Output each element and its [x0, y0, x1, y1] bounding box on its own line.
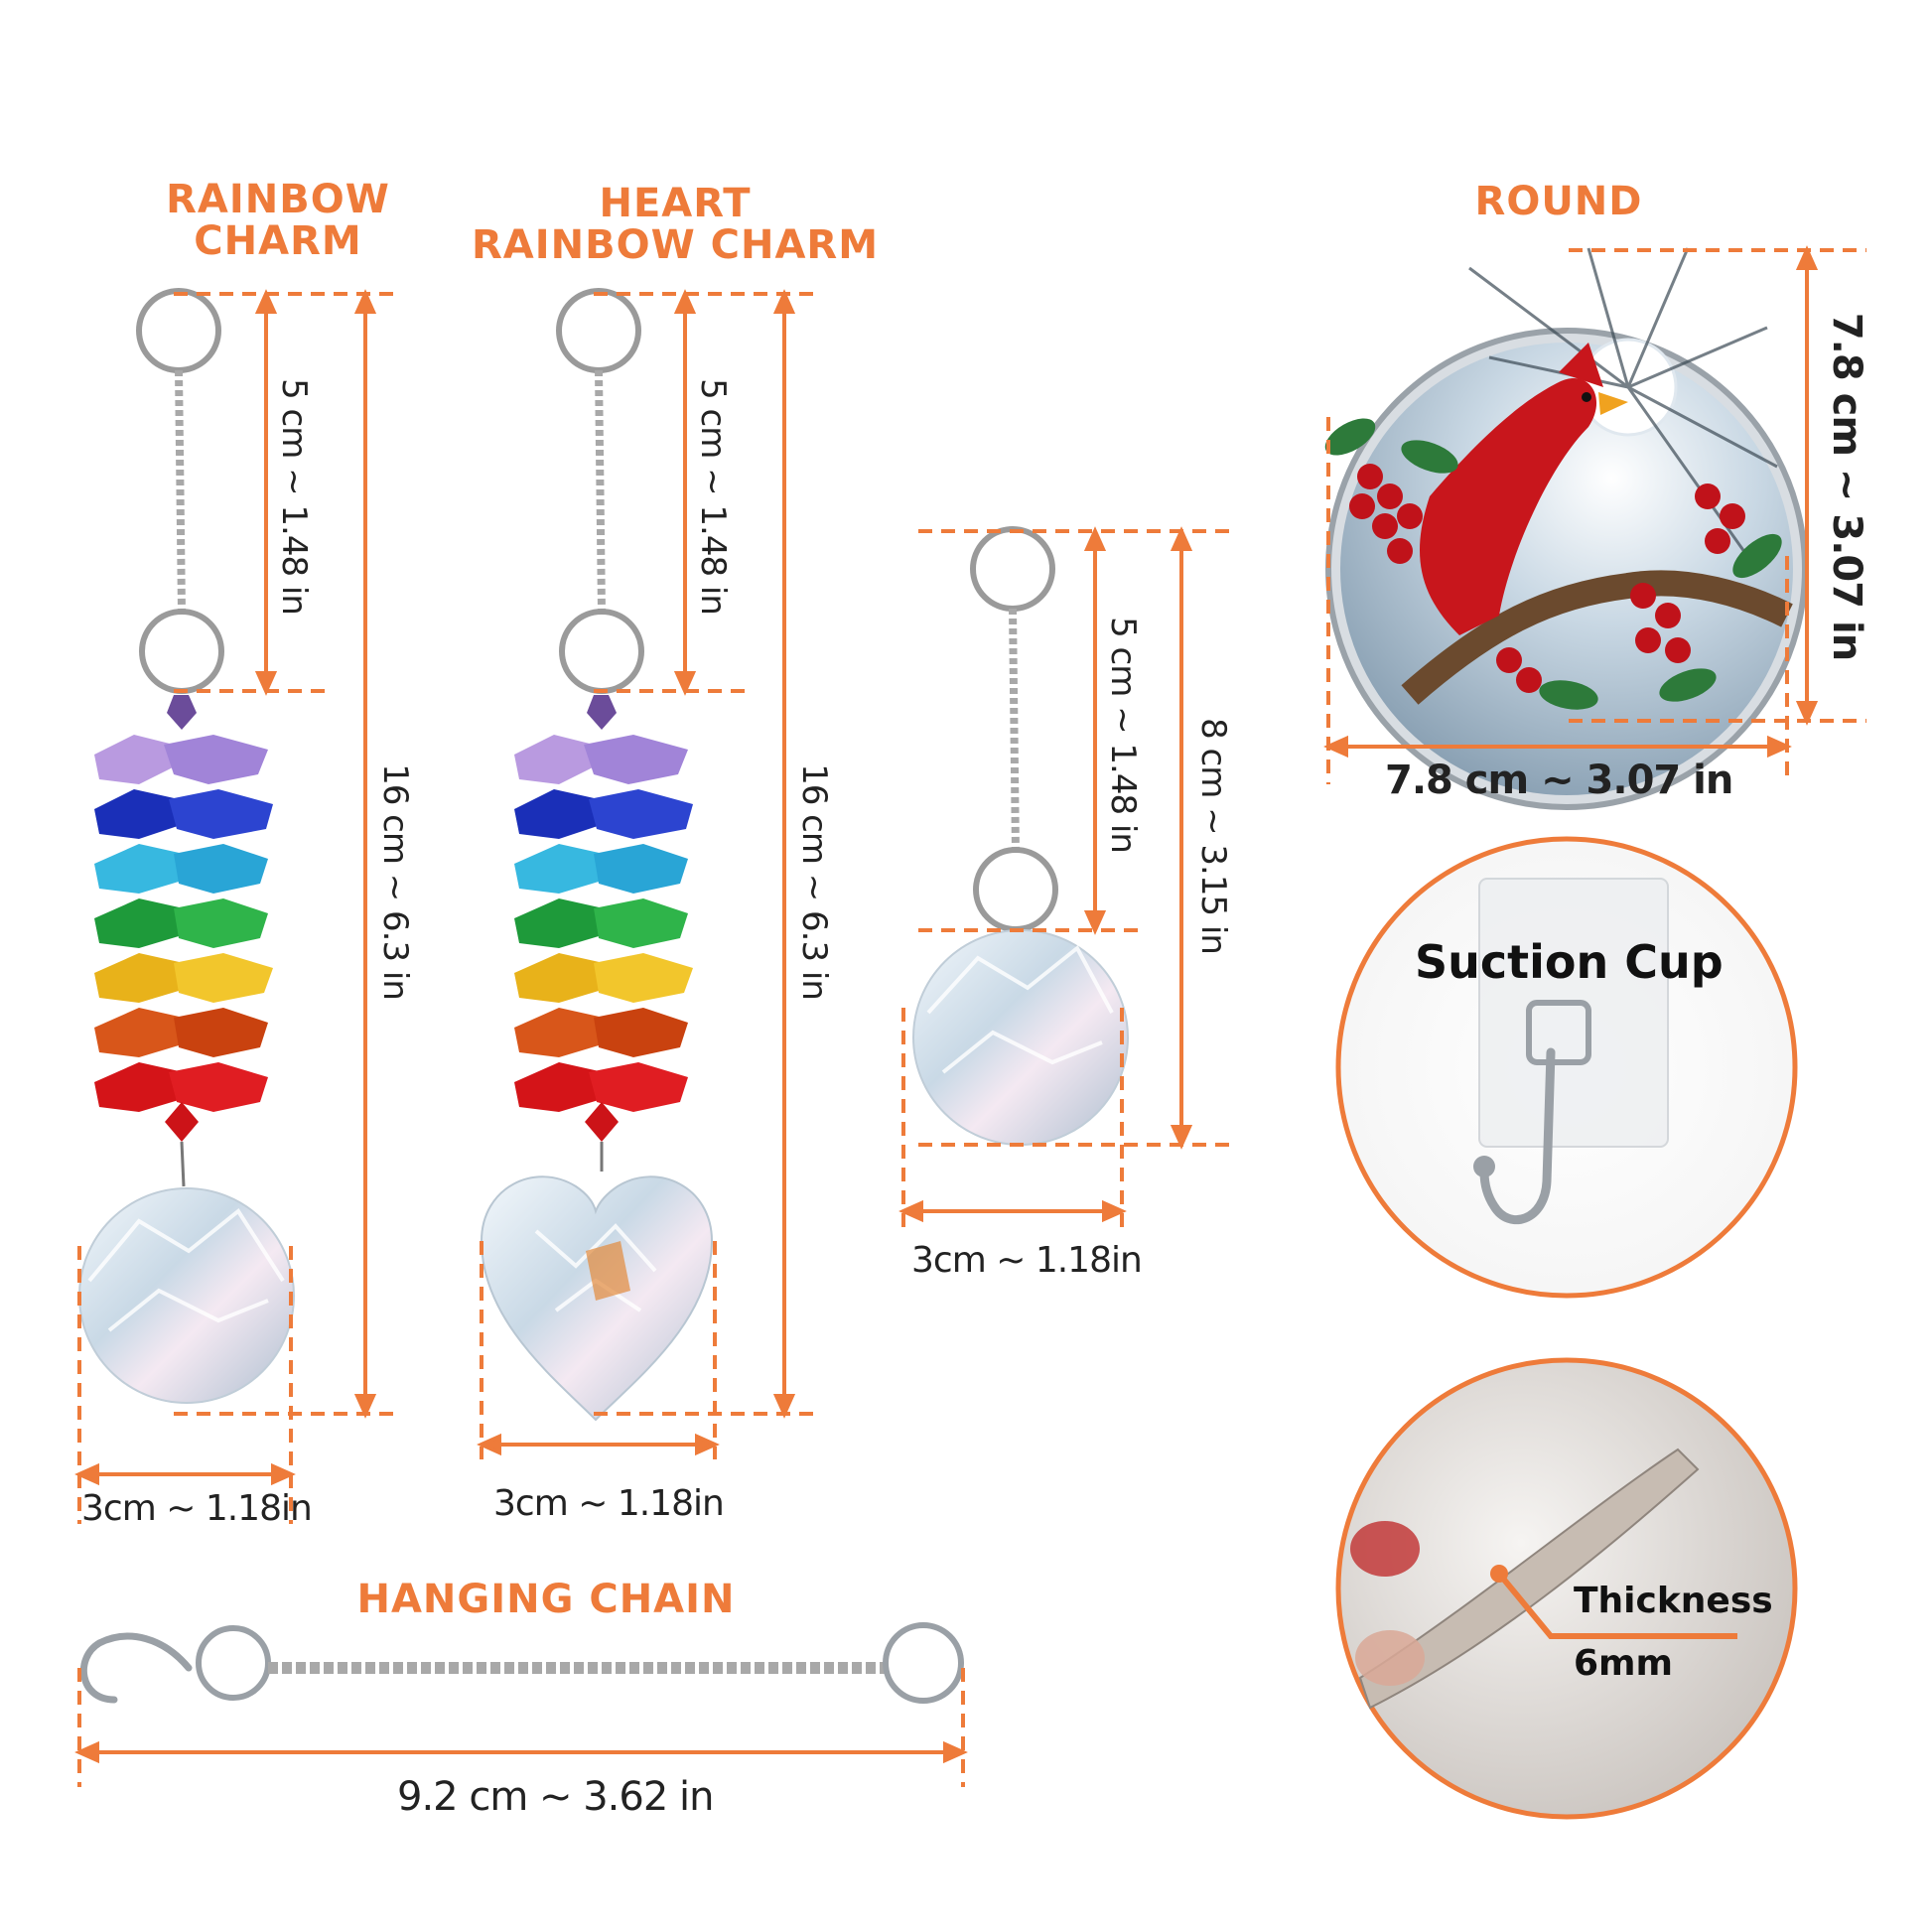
round-title: ROUND — [1474, 179, 1643, 224]
s-hook-icon — [80, 1632, 193, 1704]
crystal-edge-image — [1350, 1448, 1700, 1710]
round-height-dimension: 7.8 cm ~ 3.07 in — [1824, 312, 1869, 661]
heart-top-dimension: 5 cm ~ 1.48 in — [693, 378, 733, 615]
heart-charm-title: HEART RAINBOW CHARM — [467, 183, 884, 266]
hanging-chain-title: HANGING CHAIN — [356, 1577, 736, 1622]
thickness-label: Thickness — [1574, 1581, 1773, 1621]
suction-cup-callout — [1335, 836, 1798, 1299]
thickness-value: 6mm — [1574, 1643, 1674, 1684]
rainbow-title-line1: RAINBOW — [166, 177, 390, 222]
round-width-dimension: 7.8 cm ~ 3.07 in — [1385, 758, 1733, 803]
hanging-chain — [80, 1622, 964, 1704]
thickness-callout — [1335, 1357, 1798, 1820]
rainbow-beads — [94, 735, 273, 1112]
rainbow-title-line2: CHARM — [194, 218, 362, 264]
suction-cup-label: Suction Cup — [1415, 935, 1724, 989]
suction-hook-icon — [1473, 1000, 1591, 1225]
rainbow-top-dimension: 5 cm ~ 1.48 in — [274, 378, 314, 615]
heart-title-line1: HEART — [599, 181, 752, 226]
wire — [180, 1141, 186, 1187]
ball-top-dimension: 5 cm ~ 1.48 in — [1103, 617, 1143, 853]
ball-total-dimension: 8 cm ~ 3.15 in — [1193, 718, 1233, 954]
rainbow-total-dimension: 16 cm ~ 6.3 in — [375, 763, 415, 1000]
rainbow-width-dimension: 3cm ~ 1.18in — [81, 1488, 313, 1529]
red-bead — [165, 1102, 199, 1142]
chain — [175, 369, 186, 613]
heart-title-line2: RAINBOW CHARM — [471, 222, 880, 268]
purple-bead — [167, 695, 197, 730]
rainbow-beads — [514, 735, 693, 1112]
crystal-ball-charm — [912, 526, 1129, 1146]
heart-rainbow-charm — [480, 288, 714, 1422]
dimension-lines — [74, 245, 1866, 1787]
rainbow-charm — [78, 288, 295, 1404]
chain-length-dimension: 9.2 cm ~ 3.62 in — [397, 1774, 714, 1820]
ball-width-dimension: 3cm ~ 1.18in — [911, 1240, 1143, 1281]
bottom-ring — [139, 609, 224, 694]
heart-width-dimension: 3cm ~ 1.18in — [493, 1483, 725, 1524]
crystal-ball — [78, 1187, 295, 1404]
top-ring — [136, 288, 221, 373]
heart-total-dimension: 16 cm ~ 6.3 in — [794, 763, 834, 1000]
rainbow-charm-title: RAINBOW CHARM — [129, 179, 427, 262]
cardinal-suncatcher-image — [1324, 247, 1808, 810]
